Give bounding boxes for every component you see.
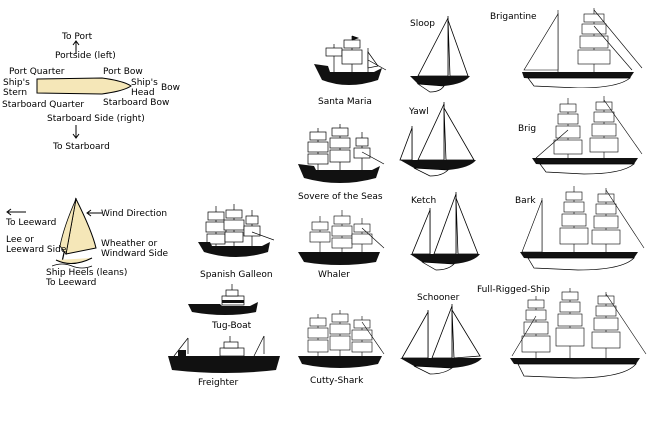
starboard-quarter-label: Starboard Quarter [2,100,85,110]
cutty-shark-illustration [298,310,385,368]
schooner-label: Schooner [417,293,460,303]
starboard-side-label: Starboard Side (right) [47,114,145,124]
bark-illustration [520,186,645,271]
heeled-sail-illustration [52,197,97,269]
to-leeward-label: To Leeward [6,218,57,228]
tug-boat-label: Tug-Boat [212,321,252,331]
brigantine-illustration [522,8,643,88]
sloop-illustration [410,16,470,93]
sloop-label: Sloop [410,19,435,29]
arrow-down-icon [72,125,80,139]
bow-label: Bow [161,83,181,93]
sovere-of-the-seas-label: Sovere of the Seas [298,192,383,202]
weather-side-label: Wheather or Windward Side [101,239,169,259]
to-port-label: To Port [62,32,93,42]
to-starboard-label: To Starboard [53,142,110,152]
brig-illustration [532,96,643,175]
lee-side-label: Lee or Leeward Side [6,235,67,255]
port-quarter-label: Port Quarter [9,67,65,77]
port-bow-label: Port Bow [103,67,143,77]
arrow-up-icon [72,40,80,54]
ships-stern-label: Ship's Stern [3,78,30,98]
ships-head-label: Ship's Head [131,78,158,98]
ketch-label: Ketch [411,196,437,206]
bark-label: Bark [515,196,536,206]
whaler-label: Whaler [318,270,350,280]
santa-maria-illustration [314,35,387,85]
spanish-galleon-label: Spanish Galleon [200,270,273,280]
spanish-galleon-illustration [198,204,274,257]
full-rigged-ship-label: Full-Rigged-Ship [477,285,550,295]
schooner-illustration [400,304,482,375]
tug-boat-illustration [188,284,258,315]
wind-direction-label: Wind Direction [101,209,168,219]
freighter-illustration [168,335,280,373]
freighter-label: Freighter [198,378,239,388]
yawl-illustration [399,102,476,177]
ship-heels-label: Ship Heels (leans) To Leeward [46,268,128,288]
portside-label: Portside (left) [55,51,116,61]
brigantine-label: Brigantine [490,12,537,22]
santa-maria-label: Santa Maria [318,97,372,107]
sovere-of-the-seas-illustration [298,124,385,183]
starboard-bow-label: Starboard Bow [103,98,170,108]
ketch-illustration [410,192,480,271]
full-rigged-ship-illustration [510,288,647,379]
brig-label: Brig [518,124,537,134]
deck-plan-hull [36,77,132,95]
cutty-shark-label: Cutty-Shark [310,376,364,386]
whaler-illustration [298,210,385,265]
arrow-left-icon [6,208,26,216]
wind-arrow-icon [86,209,102,217]
yawl-label: Yawl [409,107,429,117]
